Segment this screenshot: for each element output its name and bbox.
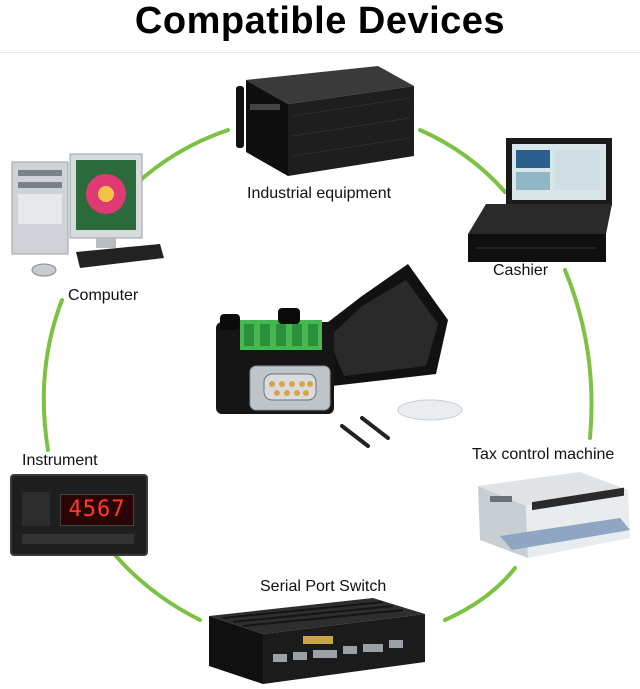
meter-button-row (22, 534, 134, 544)
label-instrument: Instrument (22, 452, 98, 469)
pos-terminal-icon (468, 138, 612, 262)
dot-matrix-printer-icon (478, 472, 630, 558)
ring-arc-top-right (418, 128, 507, 194)
fanless-box-pc-icon (209, 598, 425, 684)
label-computer: Computer (68, 287, 139, 304)
db9-terminal-adapter-icon (216, 264, 463, 448)
ring-arc-right (563, 268, 594, 440)
ring-arc-bottom-left (113, 553, 202, 622)
digital-panel-meter-icon: 4567 (10, 474, 148, 556)
label-cashier: Cashier (493, 262, 549, 279)
ring-arc-left (41, 298, 64, 452)
ring-arc-bottom-right (443, 566, 517, 622)
title-divider (0, 52, 640, 53)
page-title: Compatible Devices (134, 0, 506, 42)
ring-arc-top-left (133, 128, 230, 187)
desktop-computer-icon (11, 153, 164, 277)
label-industrial-equipment: Industrial equipment (247, 185, 392, 202)
meter-side-panel (22, 492, 50, 526)
meter-display-reading: 4567 (60, 494, 134, 526)
rack-server-icon (236, 66, 414, 176)
label-serial-port-switch: Serial Port Switch (260, 578, 387, 595)
label-tax-control-machine: Tax control machine (472, 446, 615, 463)
